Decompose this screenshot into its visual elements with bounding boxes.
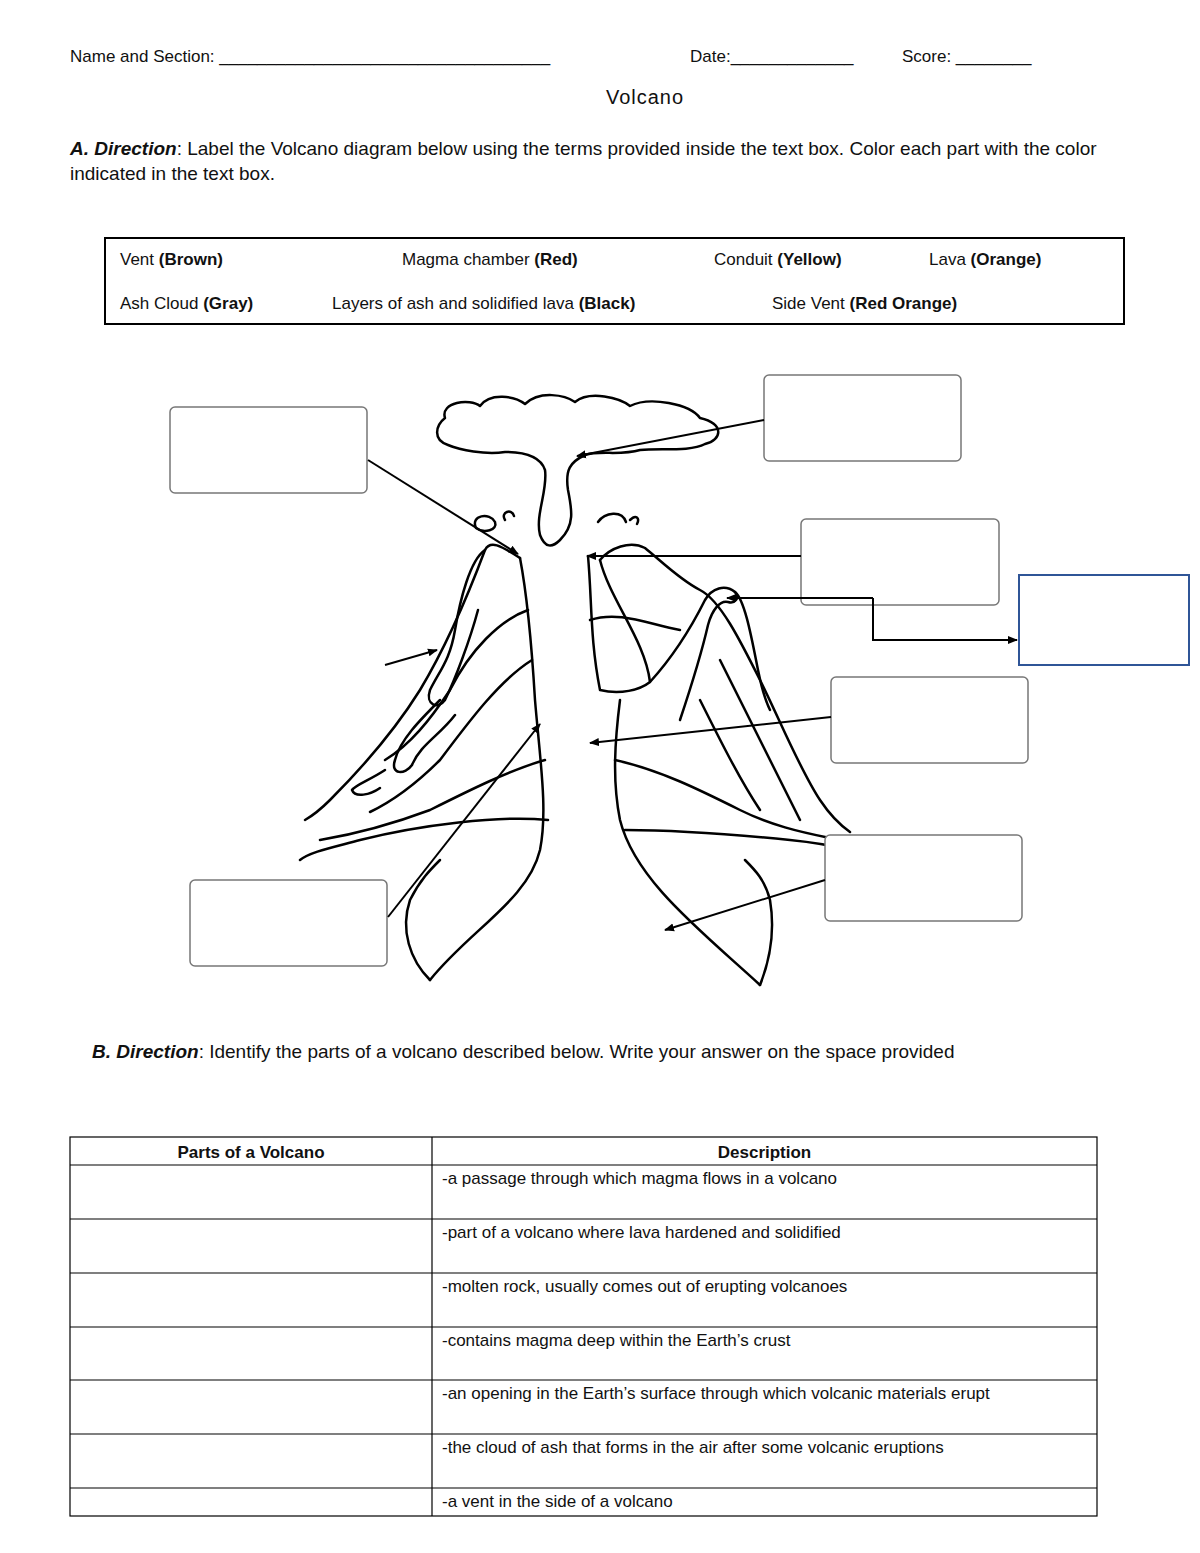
table-header: Parts of a Volcano <box>70 1139 432 1167</box>
direction-prefix: B. Direction <box>92 1041 199 1062</box>
score-field: Score: ________ <box>902 47 1032 67</box>
direction-text: A. Direction: Label the Volcano diagram … <box>70 137 1120 186</box>
worksheet-title: Volcano <box>606 86 684 109</box>
table-cell: -the cloud of ash that forms in the air … <box>434 1434 1099 1462</box>
term-box: Vent (Brown) Magma chamber (Red) Conduit (… <box>104 237 1125 325</box>
color-word: (Red) <box>534 250 577 269</box>
table-cell: -a vent in the side of a volcano <box>434 1488 1099 1516</box>
table-cell: -molten rock, usually comes out of erupt… <box>434 1273 1099 1301</box>
table-cell: -a passage through which magma flows in … <box>434 1165 1099 1193</box>
term-text: Conduit (Yellow) <box>714 250 842 270</box>
color-word: (Brown) <box>159 250 223 269</box>
term-text: Ash Cloud (Gray) <box>120 294 253 314</box>
term-text: Vent (Brown) <box>120 250 223 270</box>
table-cell: -part of a volcano where lava hardened a… <box>434 1219 1099 1247</box>
direction-text: B. Direction: Identify the parts of a vo… <box>92 1040 1052 1065</box>
name-field: Name and Section: ______________________… <box>70 47 550 67</box>
color-word: (Red Orange) <box>850 294 958 313</box>
table-cell: -an opening in the Earth’s surface throu… <box>434 1380 1099 1408</box>
direction-prefix: A. Direction <box>70 138 177 159</box>
date-field: Date:_____________ <box>690 47 854 67</box>
term-text: Layers of ash and solidified lava (Black… <box>332 294 635 314</box>
term-text: Lava (Orange) <box>929 250 1041 270</box>
term-text: Side Vent (Red Orange) <box>772 294 957 314</box>
table-cell: -contains magma deep within the Earth’s … <box>434 1327 1099 1355</box>
color-word: (Gray) <box>203 294 253 313</box>
color-word: (Orange) <box>971 250 1042 269</box>
table-header: Description <box>432 1139 1097 1167</box>
color-word: (Black) <box>579 294 636 313</box>
term-text: Magma chamber (Red) <box>402 250 578 270</box>
color-word: (Yellow) <box>777 250 841 269</box>
